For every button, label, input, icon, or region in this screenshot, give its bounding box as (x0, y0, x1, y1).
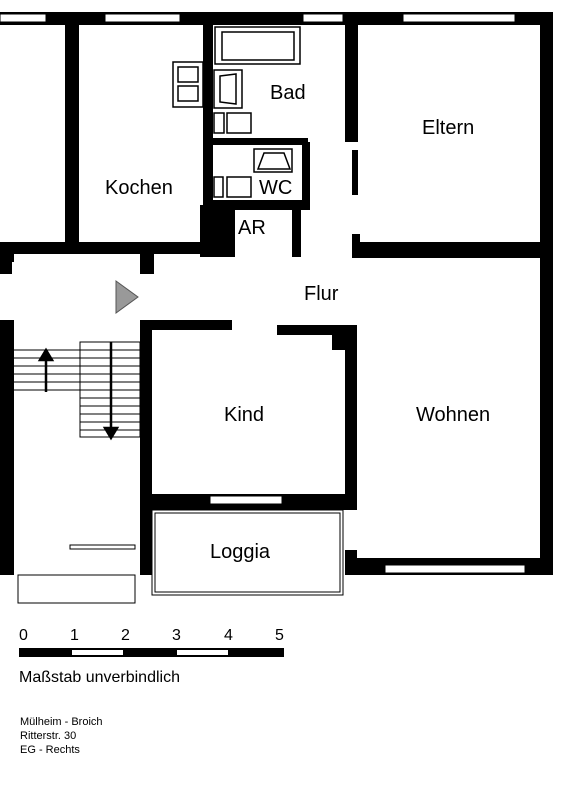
scale-bar: 0 1 2 3 4 5 (19, 627, 284, 657)
room-label-kochen: Kochen (105, 177, 173, 199)
scale-tick-4: 4 (224, 627, 233, 644)
scale-tick-5: 5 (275, 627, 284, 644)
loggia-outline (151, 509, 344, 596)
address-floor: EG - Rechts (20, 744, 80, 756)
room-label-kind: Kind (224, 404, 264, 426)
room-label-wc: WC (259, 177, 292, 199)
stair-arrows (37, 342, 120, 441)
room-label-bad: Bad (270, 82, 306, 104)
room-label-wohnen: Wohnen (416, 404, 490, 426)
staircase (14, 341, 141, 604)
scale-tick-1: 1 (70, 627, 79, 644)
room-label-ar: AR (238, 217, 266, 239)
scale-tick-3: 3 (172, 627, 181, 644)
scale-tick-0: 0 (19, 627, 28, 644)
windows (0, 13, 526, 574)
room-label-eltern: Eltern (422, 117, 474, 139)
bathroom-fixtures (172, 26, 301, 198)
room-label-loggia: Loggia (210, 541, 271, 563)
address-city: Mülheim - Broich (20, 716, 103, 728)
room-label-flur: Flur (304, 283, 339, 305)
scale-tick-2: 2 (121, 627, 130, 644)
scale-caption: Maßstab unverbindlich (19, 669, 180, 686)
address-street: Ritterstr. 30 (20, 730, 77, 742)
entrance-marker-icon (115, 280, 139, 314)
walls (0, 12, 553, 575)
